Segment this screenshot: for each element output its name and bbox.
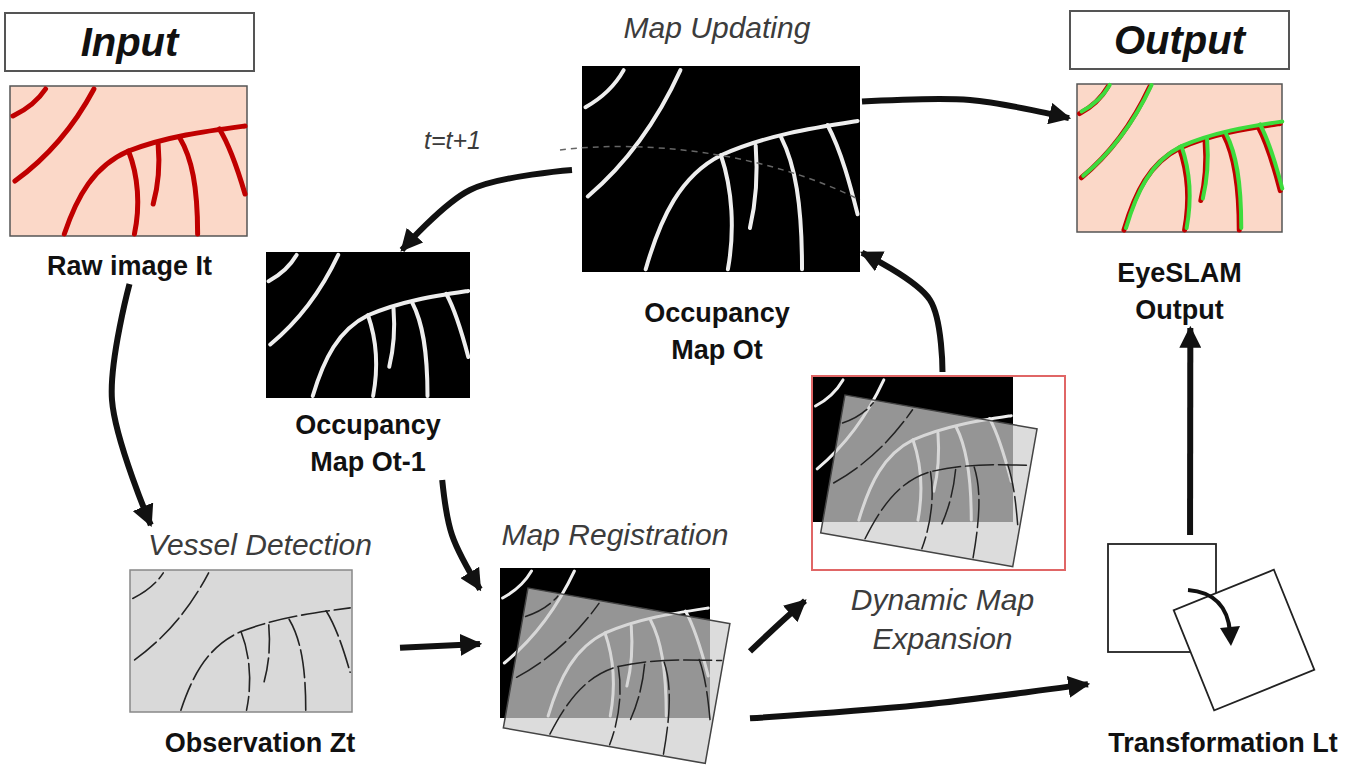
step-label: Dynamic Map Expansion xyxy=(823,580,1063,658)
vessel-observation-image xyxy=(130,570,352,712)
image-panel: InputRaw image It xyxy=(4,12,255,284)
flow-arrow xyxy=(862,99,1069,118)
panel-caption: Raw image It xyxy=(43,248,216,284)
image-panel: Vessel DetectionObservation Zt xyxy=(120,525,400,761)
transformation-symbol xyxy=(1108,544,1314,710)
raw-fundus-image xyxy=(10,86,247,236)
step-label: Map Updating xyxy=(620,8,815,47)
step-label: Vessel Detection xyxy=(144,525,376,564)
panel-heading: Input xyxy=(4,12,255,72)
edge-label: t=t+1 xyxy=(420,126,485,155)
flow-arrow xyxy=(750,601,805,652)
panel-caption: Observation Zt xyxy=(161,725,360,761)
map-registration-image xyxy=(500,568,730,763)
output-fundus-image xyxy=(1077,84,1282,232)
occupancy-map-image xyxy=(560,66,860,272)
occupancy-map-image xyxy=(266,252,470,398)
map-expansion-image xyxy=(812,376,1065,570)
image-panel: Occupancy Map Ot-1 xyxy=(262,250,474,480)
flow-arrow xyxy=(1187,328,1193,535)
panel-caption: Occupancy Map Ot xyxy=(632,295,802,368)
panel-caption: EyeSLAM Output xyxy=(1100,255,1260,328)
flow-arrow xyxy=(112,284,151,525)
image-panel: Map Registration xyxy=(480,515,750,763)
panel-caption: Transformation Lt xyxy=(1104,725,1342,761)
image-panel: OutputEyeSLAM Output xyxy=(1069,10,1290,328)
flow-arrow xyxy=(750,684,1088,718)
image-panel: Transformation Lt xyxy=(1088,535,1358,761)
panel-caption: Occupancy Map Ot-1 xyxy=(273,407,463,480)
panel-heading: Output xyxy=(1069,10,1290,70)
flow-arrow xyxy=(400,644,480,648)
image-panel: Map UpdatingOccupancy Map Ot xyxy=(572,8,862,368)
step-label: Map Registration xyxy=(498,515,733,554)
flow-arrow xyxy=(402,170,572,250)
flow-arrow xyxy=(862,253,943,372)
flow-arrow xyxy=(442,480,480,589)
image-panel: Dynamic Map Expansion xyxy=(805,372,1080,658)
